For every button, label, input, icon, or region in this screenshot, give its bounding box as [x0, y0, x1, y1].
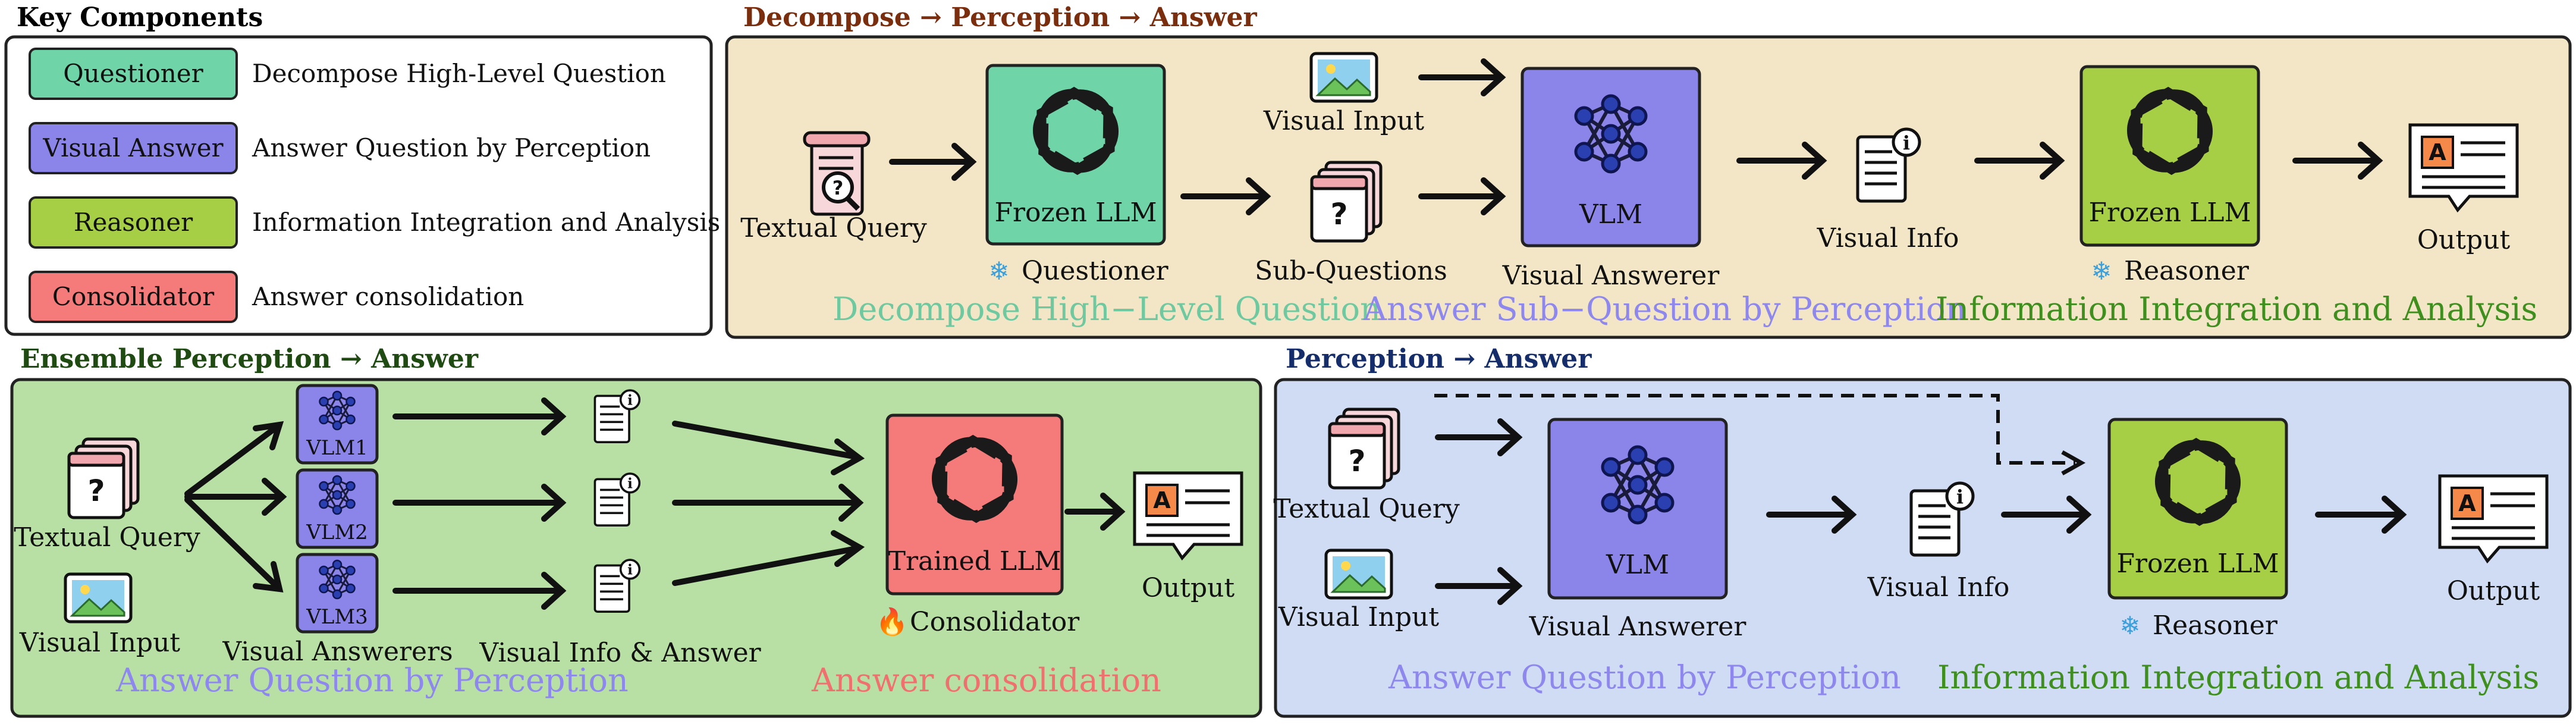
top-output-label: Output [2417, 225, 2511, 255]
sub-questions-icon [1312, 162, 1381, 241]
top-vlm-role: Visual Answerer [1502, 261, 1720, 291]
left-textual-query-label: Textual Query [14, 522, 200, 553]
top-vlm-box-label: VLM [1579, 199, 1642, 230]
right-textual-query-label: Textual Query [1273, 494, 1460, 524]
top-textual-query-label: Textual Query [740, 213, 927, 243]
legend-role-consolidator: Consolidator [52, 282, 215, 311]
right-vlm-role: Visual Answerer [1529, 612, 1747, 642]
vlm3-label: VLM3 [306, 605, 368, 629]
left-stage-consolidation: Answer consolidation [811, 662, 1161, 699]
vlm1-label: VLM1 [306, 436, 368, 460]
legend-desc-visual-answer: Answer Question by Perception [252, 133, 651, 162]
legend-desc-reasoner: Information Integration and Analysis [252, 208, 720, 237]
legend-swatch-questioner [29, 48, 238, 100]
right-vlm-box-label: VLM [1606, 550, 1669, 580]
output-answer-icon [1135, 473, 1242, 558]
left-output-label: Output [1142, 573, 1235, 603]
textual-query-icon [1330, 409, 1399, 488]
left-consolidator-role: Consolidator [910, 607, 1080, 637]
right-panel-title: Perception → Answer [1286, 344, 1592, 374]
right-reasoner-role: Reasoner [2153, 610, 2278, 641]
legend-panel [4, 35, 713, 336]
textual-query-icon [69, 439, 138, 518]
top-questioner-box [985, 64, 1166, 246]
legend-swatch-visual-answer [29, 122, 238, 174]
top-stage-perception: Answer Sub−Question by Perception [1363, 290, 1966, 328]
left-vlm-role: Visual Answerers [222, 637, 453, 667]
right-visual-input-label: Visual Input [1278, 602, 1440, 632]
top-sub-questions-label: Sub-Questions [1255, 256, 1447, 286]
left-consolidator-box [885, 413, 1064, 596]
left-visual-input-label: Visual Input [19, 628, 181, 658]
top-stage-decompose: Decompose High−Level Question [833, 290, 1381, 328]
left-consolidator-box-label: Trained LLM [888, 546, 1061, 576]
top-reasoner-role: Reasoner [2124, 256, 2250, 286]
top-questioner-box-label: Frozen LLM [994, 198, 1157, 228]
top-panel-title: Decompose → Perception → Answer [743, 2, 1258, 33]
textual-query-scroll-icon [805, 133, 869, 214]
legend-title: Key Components [17, 2, 263, 33]
visual-input-picture-icon [1326, 550, 1391, 598]
vlm2-label: VLM2 [306, 521, 368, 544]
right-stage-perception: Answer Question by Perception [1388, 659, 1901, 696]
output-answer-icon [2410, 125, 2517, 210]
right-visual-info-label: Visual Info [1867, 572, 2010, 603]
legend-role-questioner: Questioner [63, 59, 203, 88]
top-questioner-role: Questioner [1022, 256, 1169, 286]
left-stage-perception: Answer Question by Perception [115, 662, 629, 699]
right-reasoner-box [2107, 418, 2288, 600]
legend-role-visual-answer: Visual Answer [42, 133, 224, 162]
snowflake-icon: ❄ [988, 256, 1009, 286]
right-skip-arrow [1434, 394, 2086, 476]
legend-swatch-consolidator [29, 271, 238, 323]
output-answer-icon [2440, 476, 2547, 561]
top-arrows [889, 58, 2383, 215]
right-arrows [1435, 418, 2407, 605]
legend-role-reasoner: Reasoner [74, 208, 193, 237]
right-stage-integration: Information Integration and Analysis [1937, 659, 2539, 696]
right-reasoner-box-label: Frozen LLM [2116, 549, 2279, 579]
visual-input-picture-icon [65, 574, 131, 622]
right-output-label: Output [2447, 576, 2540, 606]
snowflake-icon: ❄ [2091, 256, 2112, 286]
left-arrows [184, 397, 1126, 610]
fire-icon: 🔥 [876, 607, 909, 637]
left-info-label: Visual Info & Answer [479, 638, 761, 668]
top-reasoner-box [2079, 65, 2260, 247]
left-panel-title: Ensemble Perception → Answer [20, 344, 479, 374]
visual-input-picture-icon [1311, 54, 1377, 101]
legend-swatch-reasoner [29, 196, 238, 249]
legend-desc-consolidator: Answer consolidation [252, 282, 524, 311]
legend-desc-questioner: Decompose High-Level Question [252, 59, 666, 88]
top-reasoner-box-label: Frozen LLM [2088, 198, 2251, 228]
snowflake-icon: ❄ [2119, 611, 2140, 640]
top-stage-integration: Information Integration and Analysis [1936, 290, 2537, 328]
top-visual-input-label: Visual Input [1263, 106, 1425, 136]
top-visual-info-label: Visual Info [1817, 223, 1959, 253]
